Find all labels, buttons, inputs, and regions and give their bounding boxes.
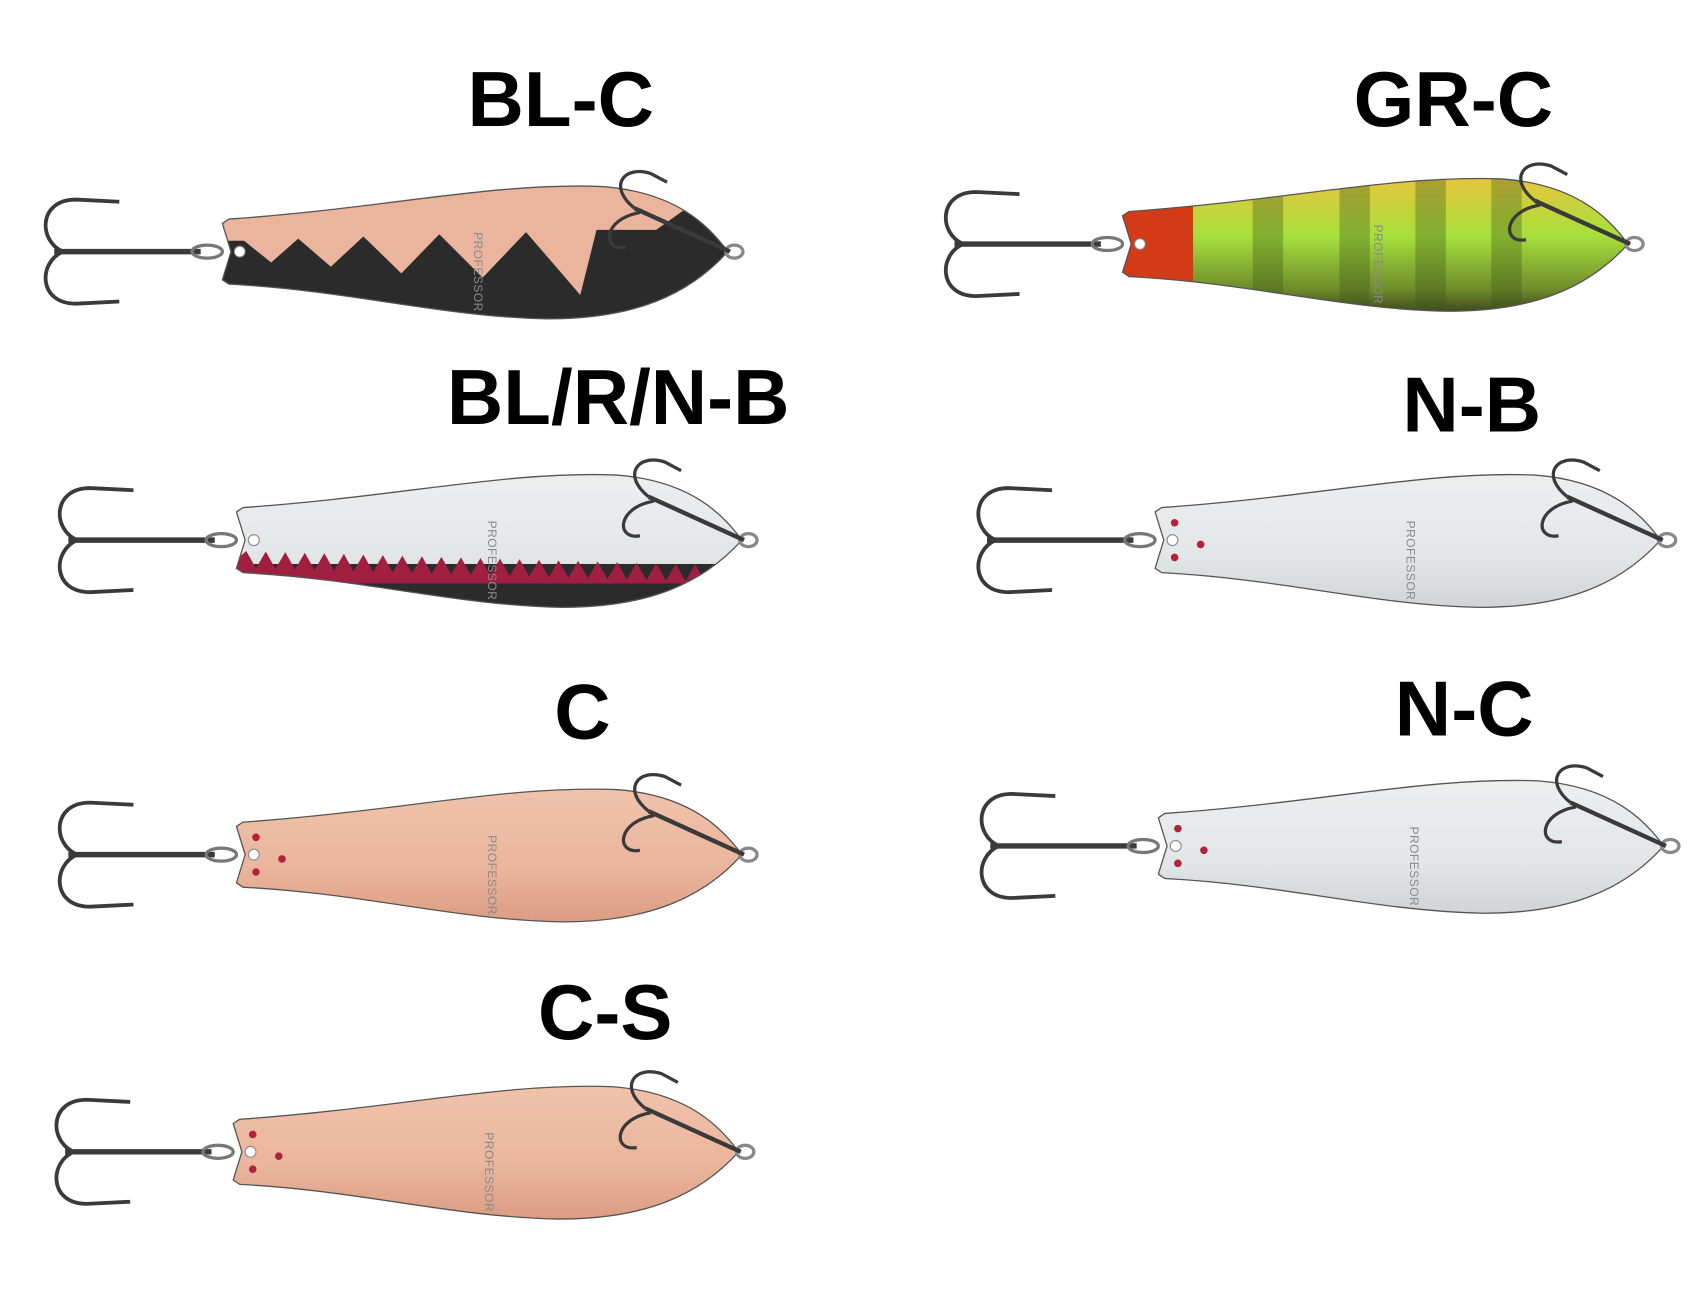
brand-marking: PROFESSOR [1371,225,1385,305]
lure-code-label: C-S [538,968,672,1056]
front-hook-barb [1519,162,1569,202]
eye-hole [1166,534,1179,547]
lure-bl-c: PROFESSOR [43,170,745,320]
perch-stripe [1339,178,1370,312]
hook-barb-lower [57,538,134,595]
front-hook-barb [633,458,682,499]
front-hook-barb [633,773,682,813]
hook-barb-lower [943,242,1020,298]
brand-marking: PROFESSOR [485,521,499,601]
lure-n-b: PROFESSOR [976,458,1678,609]
hook-barb-upper [54,1097,131,1154]
split-ring [1123,531,1157,549]
hook-barb-lower [976,538,1053,595]
red-dot [1196,540,1205,549]
lure-code-label: BL/R/N-B [447,353,790,441]
brand-marking: PROFESSOR [1404,521,1418,601]
lure-n-c: PROFESSOR [979,764,1681,914]
brand-marking: PROFESSOR [1407,826,1421,906]
front-hook-barb [1540,499,1573,538]
front-hook-barb [629,1070,679,1110]
split-ring [201,1143,235,1160]
hook-barb-upper [979,792,1056,848]
hook-barb-lower [43,249,120,306]
red-dot [1170,518,1179,527]
red-head [1122,178,1194,312]
lure-code-label: BL-C [468,55,654,143]
brand-marking: PROFESSOR [482,1132,496,1212]
lure-bl-r-n-b: PROFESSOR [57,458,759,609]
front-hook-shank [647,809,745,857]
perch-stripe [1491,178,1522,312]
red-dot [278,855,286,863]
front-hook-barb [618,1111,652,1150]
eye-hole [233,245,246,258]
hook-barb-upper [57,486,134,542]
split-ring [190,243,224,260]
lure-code-label: GR-C [1354,55,1554,143]
front-hook-shank [1569,800,1667,848]
eye-hole [1169,840,1182,852]
front-hook-shank [644,1106,742,1154]
lure-code-label: C [554,668,610,756]
front-hook-barb [1543,805,1577,844]
split-ring [1126,837,1160,855]
perch-stripe [1252,178,1284,312]
front-hook-shank [647,494,745,543]
front-hook-barb [1508,203,1541,242]
front-hook-barb [607,210,641,250]
perch-stripe [1415,178,1446,312]
red-dot [1174,824,1182,833]
front-hook-barb [622,813,655,853]
split-ring [204,531,239,549]
red-dot [248,1165,257,1173]
red-dot [248,1130,257,1139]
front-hook-barb [619,170,668,210]
red-dot [1170,553,1179,562]
hook-barb-lower [54,1150,131,1206]
hook-barb-upper [943,190,1020,246]
front-hook-shank [1533,198,1632,247]
split-ring [1090,235,1125,253]
red-dot [1174,859,1182,868]
front-hook-barb [1555,764,1604,804]
front-hook-shank [1566,494,1664,543]
hook-barb-upper [57,800,134,857]
red-dot [274,1152,283,1160]
eye-hole [1133,238,1146,250]
hook-barb-upper [976,486,1053,542]
brand-marking: PROFESSOR [485,835,499,915]
lure-code-label: N-B [1402,361,1541,449]
front-hook-barb [1551,458,1601,499]
red-dot [1200,846,1208,855]
red-dot [252,868,260,876]
lure-c: PROFESSOR [57,773,759,923]
lure-gr-c: PROFESSOR [943,162,1645,312]
brand-marking: PROFESSOR [471,232,485,312]
eye-hole [247,848,260,861]
lure-code-label: N-C [1395,664,1534,752]
hook-barb-lower [57,852,134,909]
front-hook-shank [633,206,731,254]
eye-hole [247,534,260,547]
eye-hole [244,1145,257,1158]
hook-barb-upper [43,197,120,254]
lure-c-s: PROFESSOR [54,1070,756,1220]
red-dot [252,833,260,842]
front-hook-barb [622,499,655,538]
red-zigzag [236,550,742,584]
hook-barb-lower [979,844,1056,900]
split-ring [204,846,239,863]
